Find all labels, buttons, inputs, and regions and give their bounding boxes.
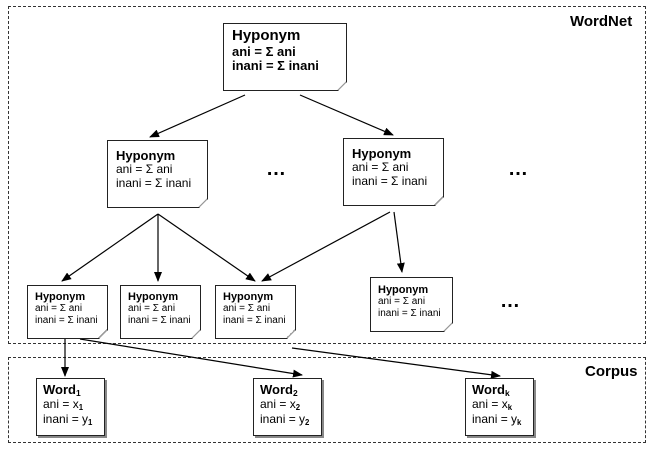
word-ani: ani = xk <box>472 397 513 413</box>
wordnet-region <box>8 6 646 344</box>
word-ani: ani = x2 <box>260 397 301 413</box>
node-title: Hyponym <box>128 291 179 303</box>
node-ani: ani = Σ ani <box>35 303 83 315</box>
hyponym-root-node: Hyponym ani = Σ ani inani = Σ inani <box>223 23 347 91</box>
page-fold <box>191 329 200 338</box>
node-ani: ani = Σ ani <box>116 162 173 177</box>
edge-leaf-1-to-word-2 <box>79 338 303 378</box>
edge-mid-right-to-leaf-3 <box>261 211 391 282</box>
hyponym-leaf-node-1: Hyponym ani = Σ ani inani = Σ inani <box>27 285 108 339</box>
ellipsis-mid: … <box>266 158 287 180</box>
node-ani: ani = Σ ani <box>232 43 296 59</box>
edge-mid-left-to-leaf-3 <box>157 213 256 282</box>
node-ani: ani = Σ ani <box>352 160 409 175</box>
page-fold <box>286 329 295 338</box>
word-inani: inani = yk <box>472 412 522 428</box>
edge-root-to-mid-left <box>149 94 246 138</box>
hyponym-leaf-node-4: Hyponym ani = Σ ani inani = Σ inani <box>370 277 453 332</box>
node-ani: ani = Σ ani <box>223 303 271 315</box>
node-inani: inani = Σ inani <box>116 176 192 191</box>
edge-leaf-3-to-word-k <box>291 347 501 379</box>
wordnet-label: WordNet <box>570 13 633 30</box>
ellipsis-mid-right: … <box>508 158 529 180</box>
hyponym-mid-left-node: Hyponym ani = Σ ani inani = Σ inani <box>107 140 208 208</box>
word-node-k: Wordk ani = xk inani = yk <box>465 378 534 436</box>
node-ani: ani = Σ ani <box>128 303 176 315</box>
page-fold <box>443 322 452 331</box>
edge-mid-right-to-leaf-4 <box>393 211 405 273</box>
node-inani: inani = Σ inani <box>128 314 191 326</box>
hyponym-mid-right-node: Hyponym ani = Σ ani inani = Σ inani <box>343 138 444 206</box>
word-inani: inani = y1 <box>43 412 93 428</box>
node-title: Hyponym <box>223 291 274 303</box>
node-title: Hyponym <box>116 148 176 163</box>
corpus-label: Corpus <box>585 363 638 380</box>
page-fold <box>98 329 107 338</box>
word-node-2: Word2 ani = x2 inani = y2 <box>253 378 322 436</box>
page-fold <box>198 198 207 207</box>
hyponym-leaf-node-2: Hyponym ani = Σ ani inani = Σ inani <box>120 285 201 339</box>
edge-root-to-mid-right <box>299 94 394 136</box>
page-fold <box>337 81 346 90</box>
node-title: Hyponym <box>35 291 86 303</box>
node-inani: inani = Σ inani <box>223 314 286 326</box>
word-inani: inani = y2 <box>260 412 310 428</box>
word-title: Word2 <box>260 382 298 399</box>
node-inani: inani = Σ inani <box>232 58 319 74</box>
edge-mid-left-to-leaf-1 <box>61 213 159 282</box>
page-fold <box>434 196 443 205</box>
node-title: Hyponym <box>352 146 412 161</box>
word-node-1: Word1 ani = x1 inani = y1 <box>36 378 105 436</box>
node-inani: inani = Σ inani <box>35 314 98 326</box>
corpus-region <box>8 357 646 443</box>
node-title: Hyponym <box>232 27 301 44</box>
node-ani: ani = Σ ani <box>378 296 426 308</box>
node-title: Hyponym <box>378 284 429 296</box>
node-inani: inani = Σ inani <box>352 174 428 189</box>
node-inani: inani = Σ inani <box>378 307 441 319</box>
ellipsis-leaf: … <box>500 290 521 312</box>
word-ani: ani = x1 <box>43 397 84 413</box>
word-title: Word1 <box>43 382 81 399</box>
hyponym-leaf-node-3: Hyponym ani = Σ ani inani = Σ inani <box>215 285 296 339</box>
word-title: Wordk <box>472 382 510 399</box>
